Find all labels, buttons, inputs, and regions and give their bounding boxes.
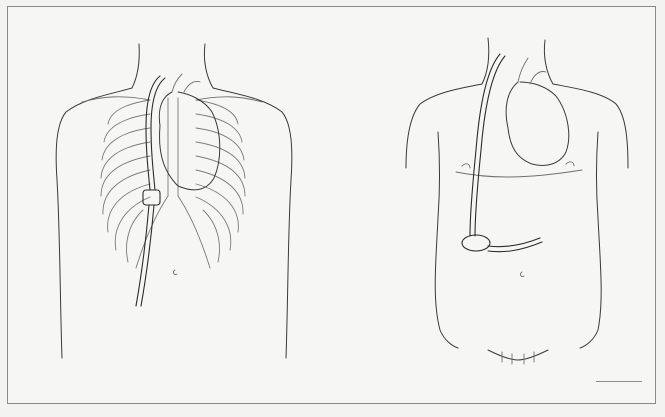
right-pacing-lead: [470, 54, 500, 236]
right-heart-vessels: [518, 58, 546, 84]
right-arm-left: [438, 132, 440, 218]
right-heart: [506, 82, 569, 166]
scan-artifact-line: [596, 381, 642, 382]
right-chest-contour: [456, 170, 582, 177]
right-shoulder-left: [406, 84, 482, 168]
right-trunk-left: [435, 218, 458, 348]
right-groin: [488, 350, 548, 360]
right-neck-right: [544, 40, 553, 84]
right-nipple-left: [462, 164, 470, 168]
right-pacing-lead-inner: [475, 56, 505, 236]
right-pacemaker-loop: [462, 235, 490, 251]
right-arm-right: [597, 132, 599, 218]
right-navel: [521, 272, 524, 277]
right-trunk-right: [580, 218, 601, 348]
right-nipple-right: [566, 162, 574, 166]
